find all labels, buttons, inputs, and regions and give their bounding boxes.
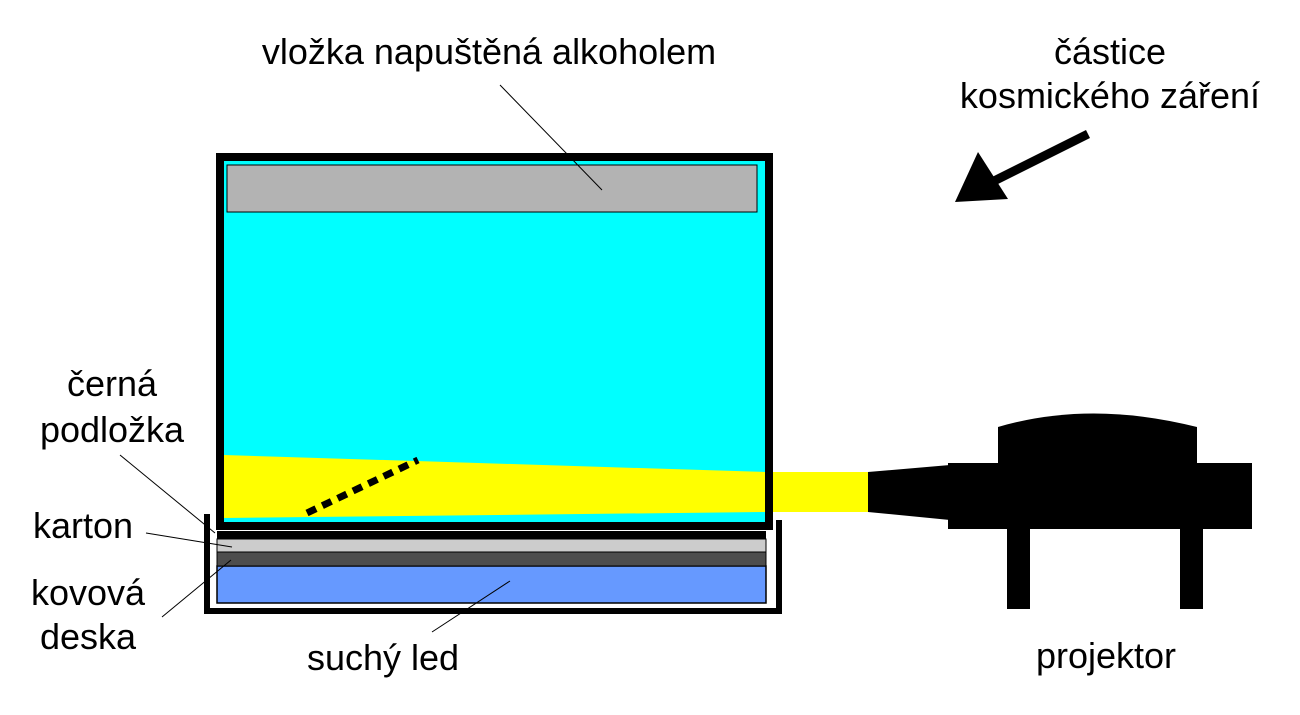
- label-black-pad-line1: černá: [67, 363, 158, 404]
- projector-body: [948, 463, 1252, 529]
- dry-ice-block: [216, 565, 767, 604]
- label-dry-ice: suchý led: [307, 637, 459, 678]
- projector-leg-left: [1007, 529, 1030, 609]
- particle-track: [305, 456, 420, 517]
- label-particles-line1: částice: [1054, 31, 1166, 72]
- arrow-head: [955, 152, 1008, 202]
- metal-plate: [216, 551, 767, 567]
- projector-top: [998, 413, 1197, 466]
- label-metal-plate-line1: kovová: [31, 572, 146, 613]
- chamber-frame: [216, 153, 773, 530]
- label-projector: projektor: [1036, 635, 1176, 676]
- label-insert: vložka napuštěná alkoholem: [262, 31, 716, 72]
- arrow-shaft: [987, 129, 1091, 188]
- black-pad-layer: [217, 531, 766, 539]
- chamber: [216, 153, 773, 530]
- label-particles-line2: kosmického záření: [960, 75, 1260, 116]
- label-black-pad-line2: podložka: [40, 409, 185, 450]
- alcohol-insert: [226, 164, 758, 213]
- cardboard-layer: [216, 538, 767, 553]
- projector-leg-right: [1180, 529, 1203, 609]
- tray: [204, 514, 782, 614]
- label-cardboard: karton: [33, 505, 133, 546]
- leader-black-pad: [119, 454, 216, 534]
- light-beam-inside: [224, 455, 765, 518]
- leader-cardboard: [145, 532, 233, 548]
- leader-insert: [499, 84, 603, 191]
- leader-lines: [119, 84, 603, 633]
- projector-lens: [868, 465, 950, 520]
- leader-dry-ice: [431, 580, 511, 633]
- projector: [868, 413, 1252, 609]
- light-beam-outside: [773, 472, 868, 512]
- leader-metal-plate: [161, 559, 232, 618]
- tray-outline: [204, 514, 782, 614]
- cosmic-ray-arrow-icon: [955, 129, 1091, 202]
- label-metal-plate-line2: deska: [40, 616, 137, 657]
